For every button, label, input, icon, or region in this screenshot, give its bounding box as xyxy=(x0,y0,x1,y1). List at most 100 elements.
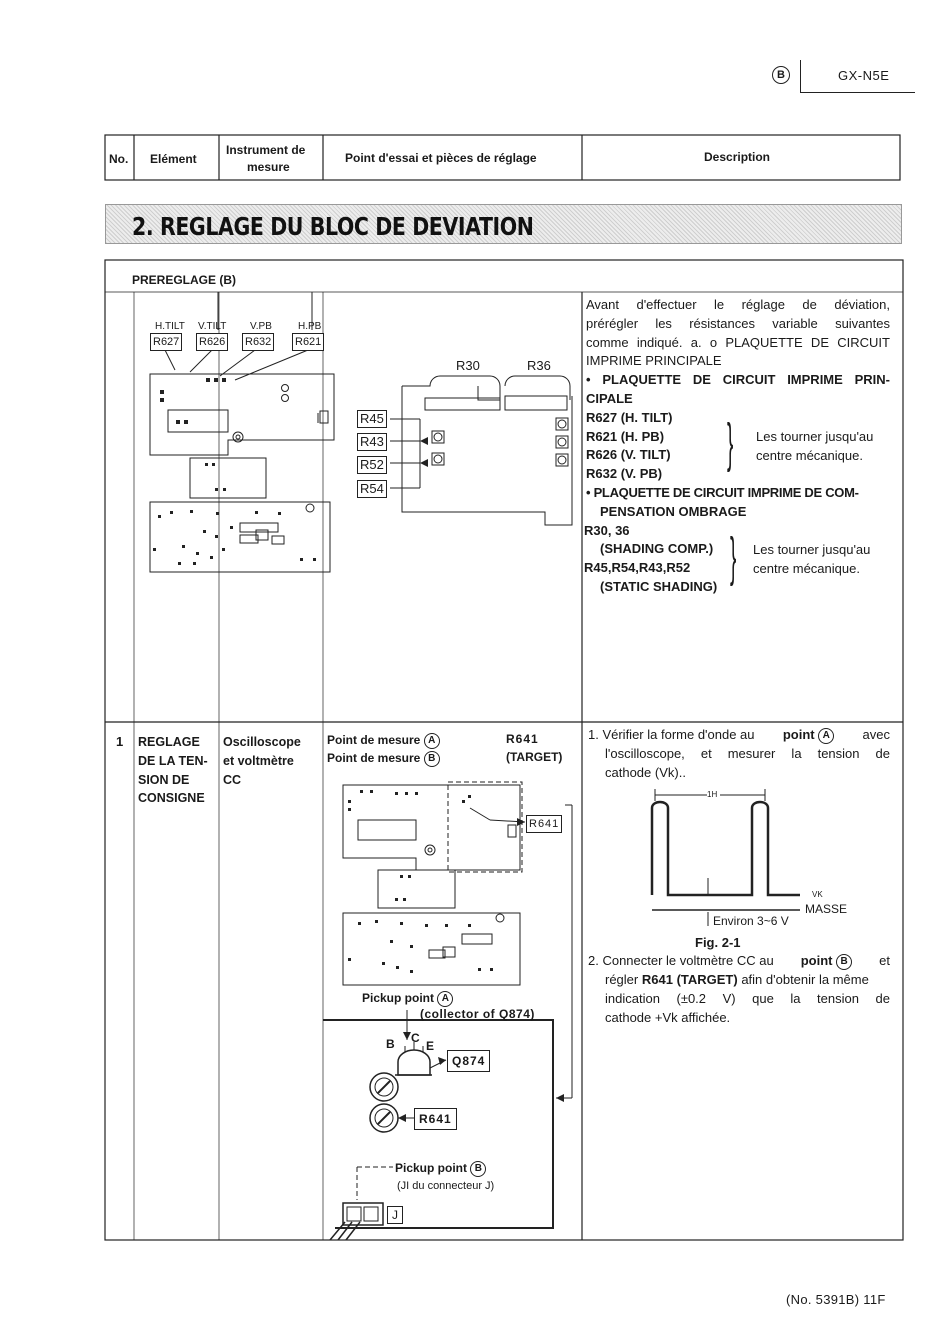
box-r54: R54 xyxy=(357,480,387,498)
r30-36-label: R30, 36 xyxy=(584,522,630,538)
col-description-header: Description xyxy=(704,150,771,164)
point-b-row: Point de mesure B xyxy=(327,750,440,767)
label-r36: R36 xyxy=(527,358,551,373)
box-r45: R45 xyxy=(357,410,387,428)
desc1-circle-a: A xyxy=(818,727,835,744)
step-instrument-line-2: et voltmètre xyxy=(223,753,294,768)
desc1-a: 1. Vérifier la forme d'onde au xyxy=(588,727,755,742)
box-r621: R621 xyxy=(292,333,325,351)
desc2-circle-b: B xyxy=(836,953,853,970)
point-a-label: Point de mesure xyxy=(327,733,421,747)
step-number: 1 xyxy=(116,734,124,749)
desc2-point: point xyxy=(800,953,833,968)
bce-c: C xyxy=(411,1031,420,1045)
preset-desc-line-2: prérégler les résistances variable suiva… xyxy=(586,315,890,331)
col-instrument-header-2: mesure xyxy=(247,160,290,174)
point-a-row: Point de mesure A xyxy=(327,732,440,749)
wave-masse-label: MASSE xyxy=(805,902,848,916)
section-title: 2. REGLAGE DU BLOC DE DEVIATION xyxy=(132,212,534,241)
step-element-line-1: REGLAGE xyxy=(138,735,200,749)
pickup-a-circle: A xyxy=(437,990,454,1007)
pickup-b-row: Pickup point B xyxy=(395,1160,487,1177)
desc2-line2c: afin d'obtenir la même xyxy=(741,972,869,987)
label-hpb: H.PB xyxy=(298,321,322,332)
pickup-b-label: Pickup point xyxy=(395,1161,467,1175)
desc2-a: 2. Connecter le voltmètre CC au xyxy=(588,953,774,968)
comp-pcb-line-2: PENSATION OMBRAGE xyxy=(600,503,747,519)
desc1-b: avec xyxy=(862,727,890,742)
main-pcb-line-1: • PLAQUETTE DE CIRCUIT IMPRIME PRIN- xyxy=(586,372,890,388)
section-title-bar xyxy=(105,204,902,244)
static-shading-label: (STATIC SHADING) xyxy=(600,578,718,594)
step-element-line-4: CONSIGNE xyxy=(138,791,205,806)
turn-center-2a: Les tourner jusqu'au xyxy=(753,542,871,557)
preset-desc-line-4: IMPRIME PRINCIPALE xyxy=(586,353,722,369)
point-a-circle: A xyxy=(423,732,440,749)
ji-connector-note: (JI du connecteur J) xyxy=(397,1180,495,1192)
step2-desc-line-4: cathode +Vk affichée. xyxy=(605,1010,731,1025)
step1-desc-line-2: l'oscilloscope, et mesurer la tension de xyxy=(605,746,890,761)
turn-center-2b: centre mécanique. xyxy=(753,561,860,576)
box-j: J xyxy=(387,1206,403,1224)
step2-desc-line-3: indication (±0.2 V) que la tension de xyxy=(605,991,890,1006)
box-r43: R43 xyxy=(357,433,387,451)
model-number: GX-N5E xyxy=(838,68,890,83)
step2-desc-line-2: régler R641 (TARGET) afin d'obtenir la m… xyxy=(605,971,890,990)
step-instrument-line-1: Oscilloscope xyxy=(223,735,301,749)
preset-desc-line-1: Avant d'effectuer le réglage de déviatio… xyxy=(586,297,890,312)
label-vtilt: V.TILT xyxy=(198,321,227,332)
r632-label: R632 (V. PB) xyxy=(586,466,663,482)
step2-desc-line-1: 2. Connecter le voltmètre CC au point B … xyxy=(588,952,890,971)
r45-group-label: R45,R54,R43,R52 xyxy=(584,560,691,576)
r627-label: R627 (H. TILT) xyxy=(586,409,673,425)
col-no-header: No. xyxy=(109,152,129,166)
brace-2: } xyxy=(730,527,737,587)
header-divider-vertical xyxy=(800,60,801,92)
desc1-point: point xyxy=(782,727,815,742)
pickup-b-circle: B xyxy=(470,1160,487,1177)
preset-description: Avant d'effectuer le réglage de déviatio… xyxy=(584,296,890,597)
box-r626: R626 xyxy=(196,333,229,351)
pickup-a-row: Pickup point A xyxy=(362,990,454,1007)
col-element-header: Elément xyxy=(150,152,197,166)
step-instrument: Oscilloscope et voltmètre CC xyxy=(223,733,301,789)
box-r641-detail: R641 xyxy=(414,1108,457,1130)
desc2-b: et xyxy=(879,953,890,968)
fig-label: Fig. 2-1 xyxy=(695,935,741,950)
col-test-point-header: Point d'essai et pièces de réglage xyxy=(345,151,537,165)
box-q874: Q874 xyxy=(447,1050,491,1072)
box-r52: R52 xyxy=(357,456,387,474)
wave-1h-label: 1H xyxy=(707,790,718,799)
turn-center-1a: Les tourner jusqu'au xyxy=(756,429,874,444)
box-r641-pcb: R641 xyxy=(526,815,563,833)
header-underline xyxy=(800,92,915,93)
label-htilt: H.TILT xyxy=(155,321,185,332)
step1-desc-line-1: 1. Vérifier la forme d'onde au point A a… xyxy=(588,726,890,745)
main-pcb-line-2: CIPALE xyxy=(586,390,633,406)
r641-heading: R641 xyxy=(506,732,539,746)
bce-b: B xyxy=(386,1037,395,1051)
step-element-line-2: DE LA TEN- xyxy=(138,753,208,768)
point-b-circle: B xyxy=(423,750,440,767)
step-element: REGLAGE DE LA TEN- SION DE CONSIGNE xyxy=(138,733,208,808)
page-footer: (No. 5391B) 11F xyxy=(786,1292,886,1307)
col-instrument-header-1: Instrument de xyxy=(226,143,306,157)
wave-vk-label: VK xyxy=(812,890,823,899)
step1-desc-line-3: cathode (Vk).. xyxy=(605,765,686,780)
point-b-label: Point de mesure xyxy=(327,751,421,765)
target-heading: (TARGET) xyxy=(506,750,563,764)
desc2-line2a: régler xyxy=(605,972,639,987)
comp-pcb-line-1: • PLAQUETTE DE CIRCUIT IMPRIME DE COM- xyxy=(586,484,859,500)
preset-desc-line-3: comme indiqué. a. o PLAQUETTE DE CIRCUIT xyxy=(586,334,890,350)
turn-center-1b: centre mécanique. xyxy=(756,448,863,463)
desc2-line2b: R641 (TARGET) xyxy=(641,972,738,987)
brace-1: } xyxy=(727,413,734,473)
step-instrument-line-3: CC xyxy=(223,772,242,787)
box-r627: R627 xyxy=(150,333,183,351)
r626-label: R626 (V. TILT) xyxy=(586,447,671,463)
section-badge: B xyxy=(772,66,790,84)
wave-environ-label: Environ 3~6 V xyxy=(713,914,789,928)
preset-heading: PREREGLAGE (B) xyxy=(132,273,237,287)
box-r632: R632 xyxy=(242,333,275,351)
